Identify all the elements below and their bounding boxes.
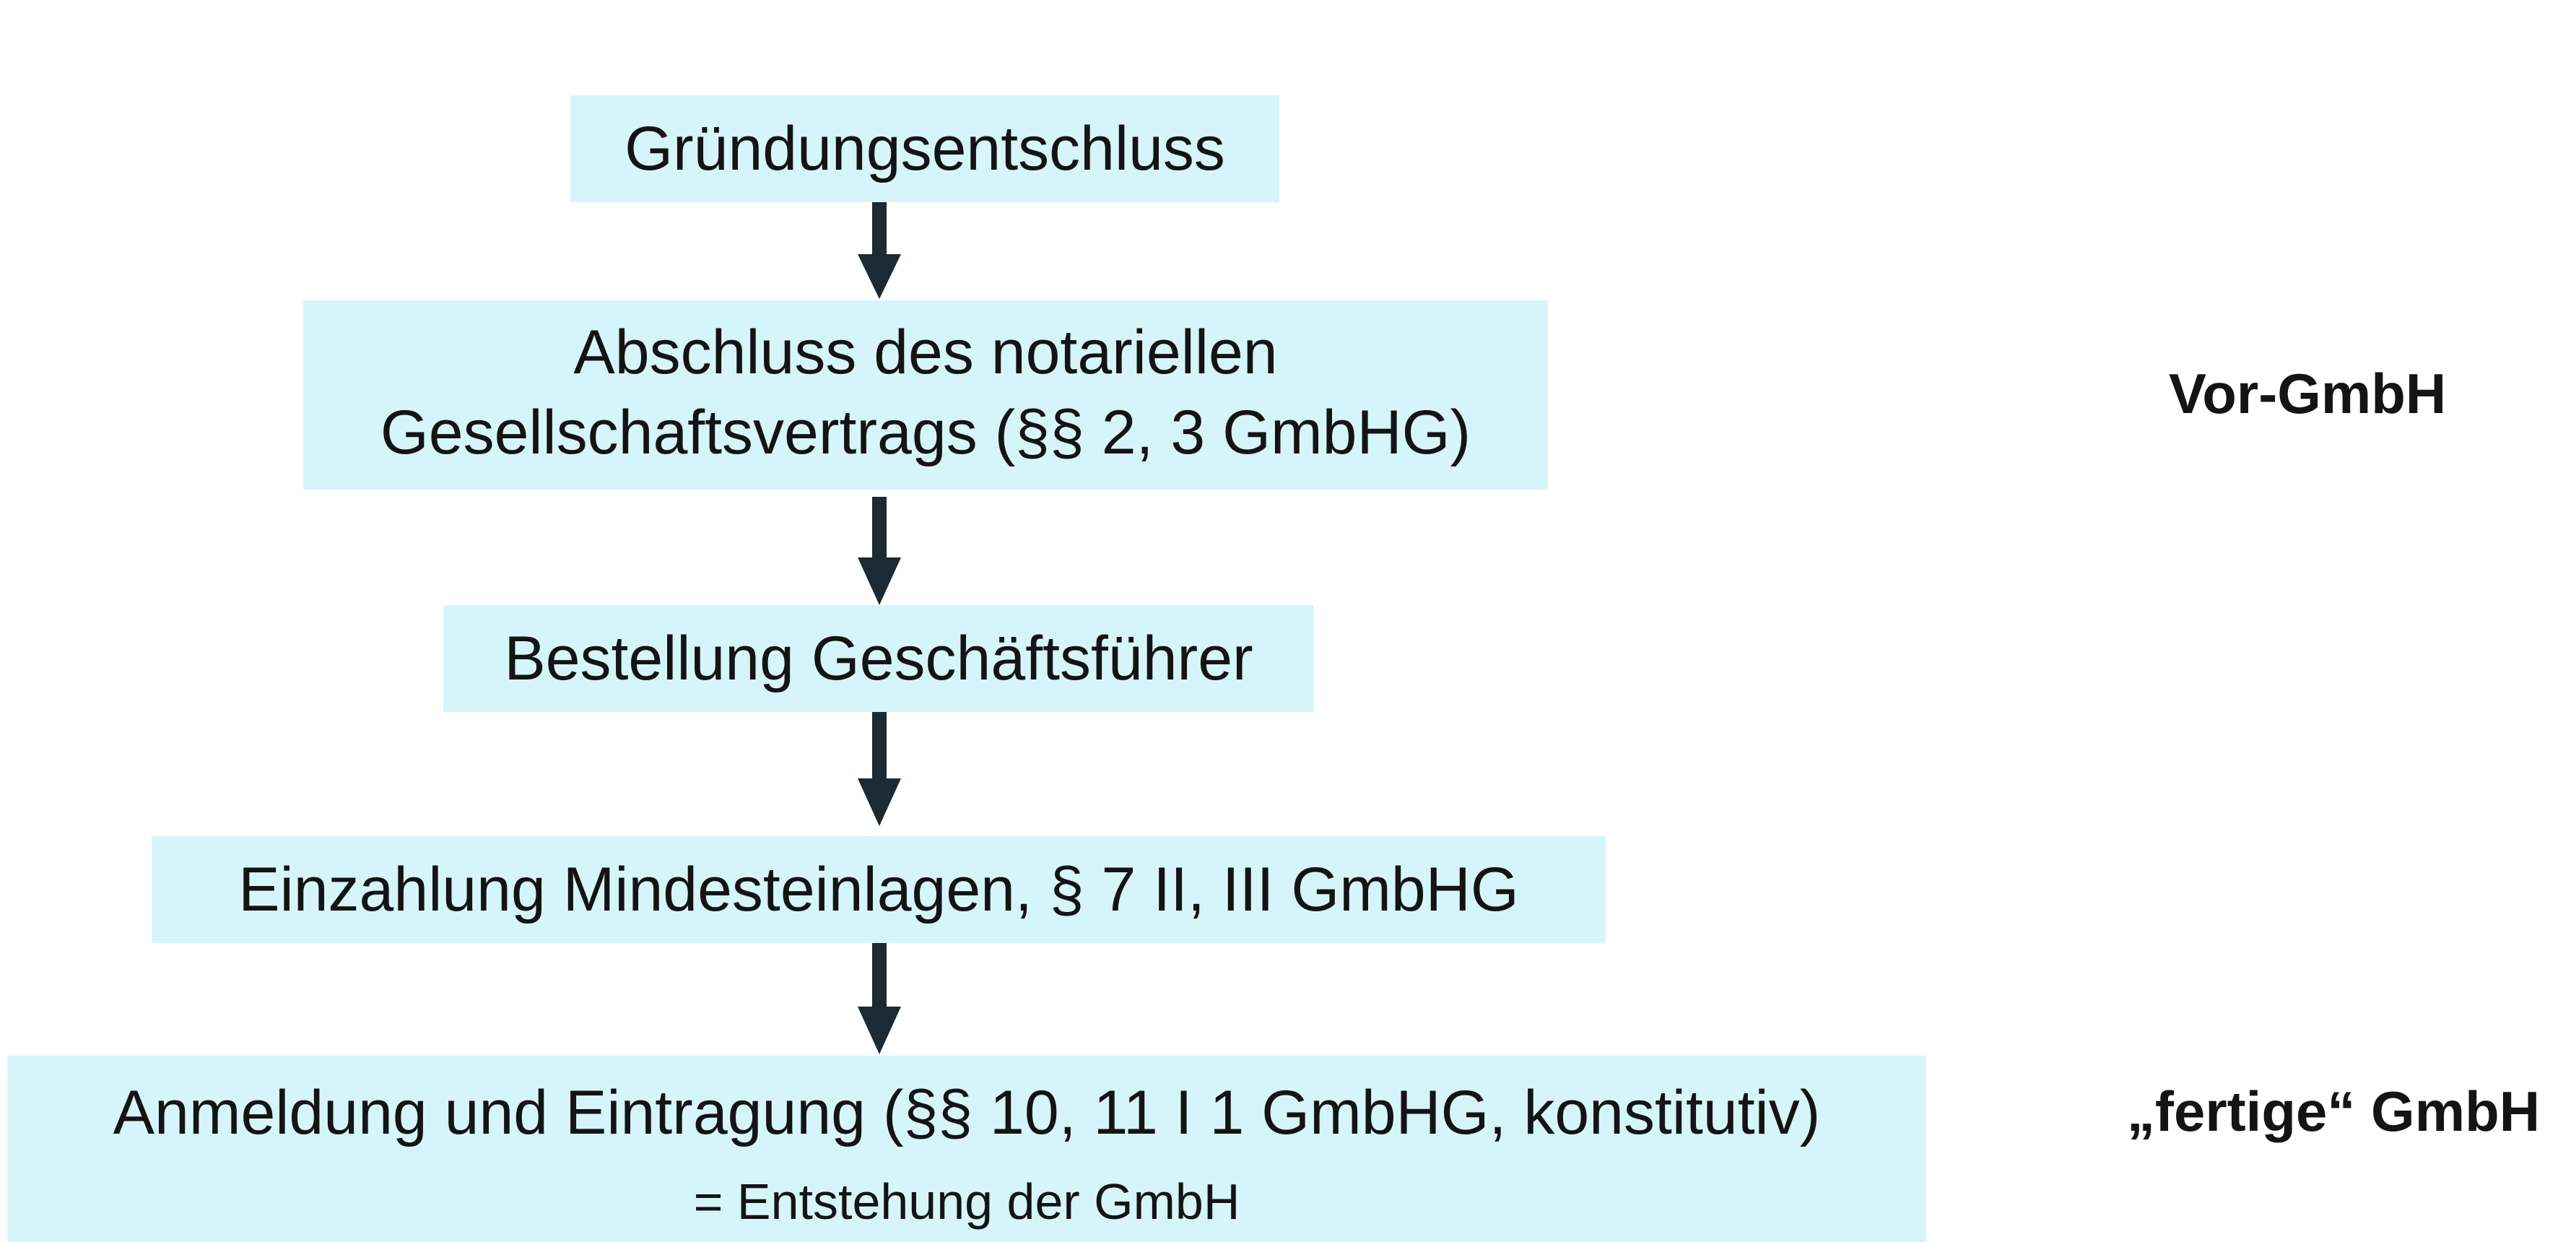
step-articles-line1: Abschluss des notariellen	[573, 318, 1278, 387]
step-minimum-contributions-label: Einzahlung Mindesteinlagen, § 7 II, III …	[238, 855, 1519, 924]
step-appoint-managing-director: Bestellung Geschäftsführer	[443, 605, 1314, 712]
step-registration-label: Anmeldung und Eintragung (§§ 10, 11 I 1 …	[113, 1078, 1821, 1147]
label-fertige-gmbh: „fertige“ GmbH	[2127, 1080, 2541, 1143]
step-articles-line2: Gesellschaftsvertrags (§§ 2, 3 GmbHG)	[380, 398, 1471, 467]
arrow-down-icon	[858, 497, 901, 605]
step-minimum-contributions: Einzahlung Mindesteinlagen, § 7 II, III …	[152, 836, 1606, 943]
step-appoint-managing-director-label: Bestellung Geschäftsführer	[504, 624, 1253, 693]
step-registration: Anmeldung und Eintragung (§§ 10, 11 I 1 …	[7, 1056, 1926, 1242]
label-vor-gmbh: Vor-GmbH	[2169, 362, 2447, 425]
arrow-down-icon	[858, 943, 901, 1054]
arrow-down-icon	[858, 202, 901, 299]
step-founding-decision-label: Gründungsentschluss	[625, 114, 1225, 183]
arrow-down-icon	[858, 712, 901, 826]
step-founding-decision: Gründungsentschluss	[570, 95, 1279, 202]
step-registration-sublabel: = Entstehung der GmbH	[693, 1173, 1240, 1230]
step-articles-of-association: Abschluss des notariellen Gesellschaftsv…	[303, 300, 1548, 490]
